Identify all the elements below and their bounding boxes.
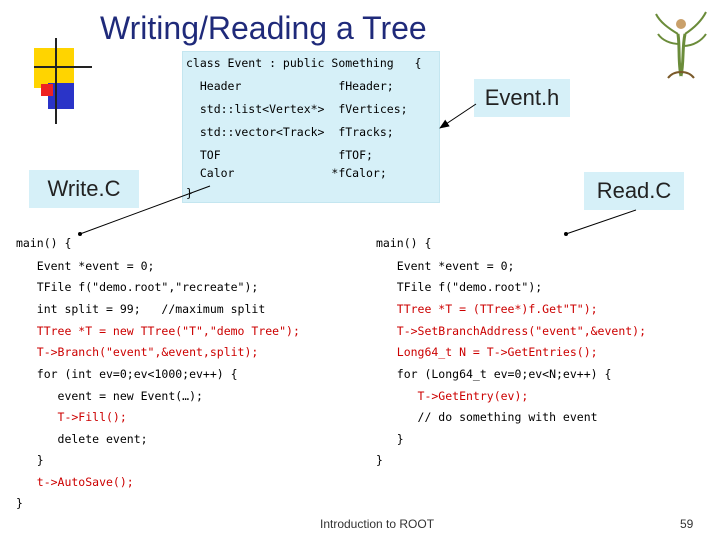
write-code-line: event = new Event(…); — [16, 389, 203, 403]
read-connector-dot — [564, 232, 568, 236]
write-code-line: T->Branch("event",&event,split); — [16, 345, 259, 359]
root-logo-icon — [655, 11, 707, 79]
class-line: std::list<Vertex*> fVertices; — [186, 102, 408, 116]
class-definition-box — [182, 51, 440, 203]
write-code-line: } — [16, 453, 44, 467]
decor-line-vertical — [55, 38, 57, 124]
write-code-line: int split = 99; //maximum split — [16, 302, 266, 316]
read-code-line: for (Long64_t ev=0;ev<N;ev++) { — [376, 367, 612, 381]
write-code-block: main() { Event *event = 0; TFile f("demo… — [0, 112, 720, 510]
write-code-line: TFile f("demo.root","recreate"); — [16, 280, 259, 294]
class-line: std::vector<Track> fTracks; — [186, 125, 394, 139]
read-code-block: main() { Event *event = 0; TFile f("demo… — [0, 236, 720, 476]
write-code-line: } — [16, 496, 23, 510]
read-code-line: Event *event = 0; — [376, 259, 515, 273]
read-code-line: Long64_t N = T->GetEntries(); — [376, 345, 598, 359]
event-h-label: Event.h — [474, 79, 570, 117]
page-number: 59 — [680, 517, 694, 531]
class-line: Calor *fCalor; — [186, 166, 387, 180]
class-line: class Event : public Something { — [186, 56, 422, 70]
page-title: Writing/Reading a Tree — [100, 10, 427, 46]
event-h-arrow — [439, 103, 477, 129]
read-c-label: Read.C — [584, 172, 684, 210]
write-code-line: for (int ev=0;ev<1000;ev++) { — [16, 367, 238, 381]
read-code-line: // do something with event — [376, 410, 598, 424]
write-c-label: Write.C — [29, 170, 139, 208]
decor-square-yellow — [34, 48, 74, 88]
read-connector — [565, 209, 637, 235]
write-code-line: TTree *T = new TTree("T","demo Tree"); — [16, 324, 300, 338]
read-code-line: T->SetBranchAddress("event",&event); — [376, 324, 647, 338]
write-code-line: t->AutoSave(); — [16, 475, 134, 489]
read-code-line: TFile f("demo.root"); — [376, 280, 543, 294]
write-code-line: Event *event = 0; — [16, 259, 155, 273]
write-connector-dot — [78, 232, 82, 236]
class-line: Header fHeader; — [186, 79, 394, 93]
class-definition-code: class Event : public Something { Header … — [0, 0, 720, 200]
class-line: } — [186, 186, 193, 200]
write-connector — [79, 185, 211, 235]
read-code-line: TTree *T = (TTree*)f.Get"T"); — [376, 302, 598, 316]
read-code-line: } — [376, 432, 404, 446]
decor-square-red — [41, 84, 53, 96]
class-line: TOF fTOF; — [186, 148, 373, 162]
read-code-line: } — [376, 453, 383, 467]
decor-line-horizontal — [34, 66, 92, 68]
read-code-line: T->GetEntry(ev); — [376, 389, 529, 403]
read-code-line: main() { — [376, 236, 432, 250]
write-code-line: delete event; — [16, 432, 148, 446]
write-code-line: T->Fill(); — [16, 410, 127, 424]
footer-center-text: Introduction to ROOT — [320, 517, 435, 531]
write-code-line: main() { — [16, 236, 72, 250]
